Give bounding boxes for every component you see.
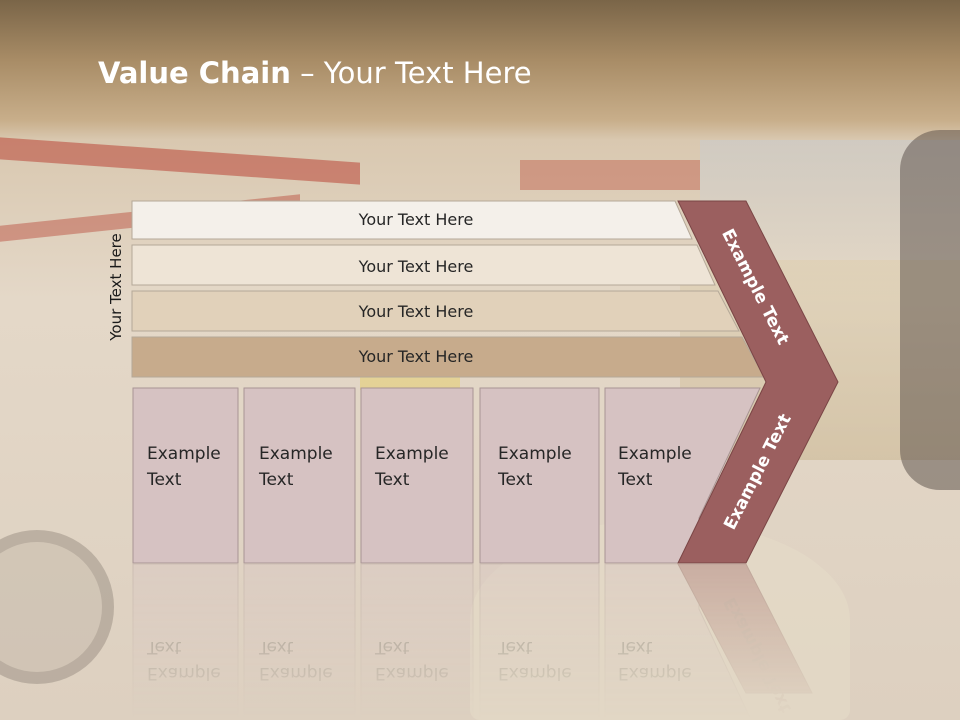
box-2-line1-reflection: Example — [259, 663, 333, 683]
bar-1[interactable] — [131, 200, 693, 240]
background-machinery — [520, 160, 700, 190]
bars-group: Your Text Here Your Text Here Your Text … — [131, 200, 765, 378]
box-2[interactable] — [243, 387, 356, 564]
box-3[interactable] — [360, 387, 474, 564]
box-5-line1: Example — [618, 444, 692, 464]
chevron-arrow[interactable] — [677, 200, 839, 564]
box-1-line1: Example — [147, 444, 221, 464]
box-3-reflection — [360, 563, 474, 720]
box-4-line2-reflection: Text — [497, 637, 533, 657]
box-2-reflection — [243, 563, 356, 720]
reflection: Example Text Example Text Example Text E… — [132, 563, 813, 720]
bar-3-label: Your Text Here — [358, 302, 474, 321]
box-5-line1-reflection: Example — [618, 663, 692, 683]
chevron-reflection — [677, 563, 813, 694]
bar-3[interactable] — [131, 290, 740, 332]
box-3-line1-reflection: Example — [375, 663, 449, 683]
title-bold: Value Chain — [98, 56, 291, 90]
slide-title: Value Chain – Your Text Here — [98, 56, 532, 90]
bar-4-label: Your Text Here — [358, 347, 474, 366]
box-4[interactable] — [479, 387, 600, 564]
box-1[interactable] — [132, 387, 239, 564]
box-4-line2: Text — [497, 470, 533, 490]
box-4-line1: Example — [498, 444, 572, 464]
bar-2[interactable] — [131, 244, 716, 286]
box-2-line1: Example — [259, 444, 333, 464]
box-3-line2: Text — [374, 470, 410, 490]
bar-1-label: Your Text Here — [358, 210, 474, 229]
box-1-line2: Text — [146, 470, 182, 490]
bar-2-label: Your Text Here — [358, 257, 474, 276]
title-rest: – Your Text Here — [290, 56, 532, 90]
box-2-line2: Text — [258, 470, 294, 490]
background-tire — [900, 130, 960, 490]
box-3-line1: Example — [375, 444, 449, 464]
box-4-line1-reflection: Example — [498, 663, 572, 683]
box-1-reflection — [132, 563, 239, 720]
boxes-group: Example Text Example Text Example Text E… — [132, 387, 761, 564]
box-3-line2-reflection: Text — [374, 637, 410, 657]
box-5-line2-reflection: Text — [617, 637, 653, 657]
box-4-reflection — [479, 563, 600, 720]
box-5-line2: Text — [617, 470, 653, 490]
box-2-line2-reflection: Text — [258, 637, 294, 657]
box-1-line1-reflection: Example — [147, 663, 221, 683]
box-1-line2-reflection: Text — [146, 637, 182, 657]
